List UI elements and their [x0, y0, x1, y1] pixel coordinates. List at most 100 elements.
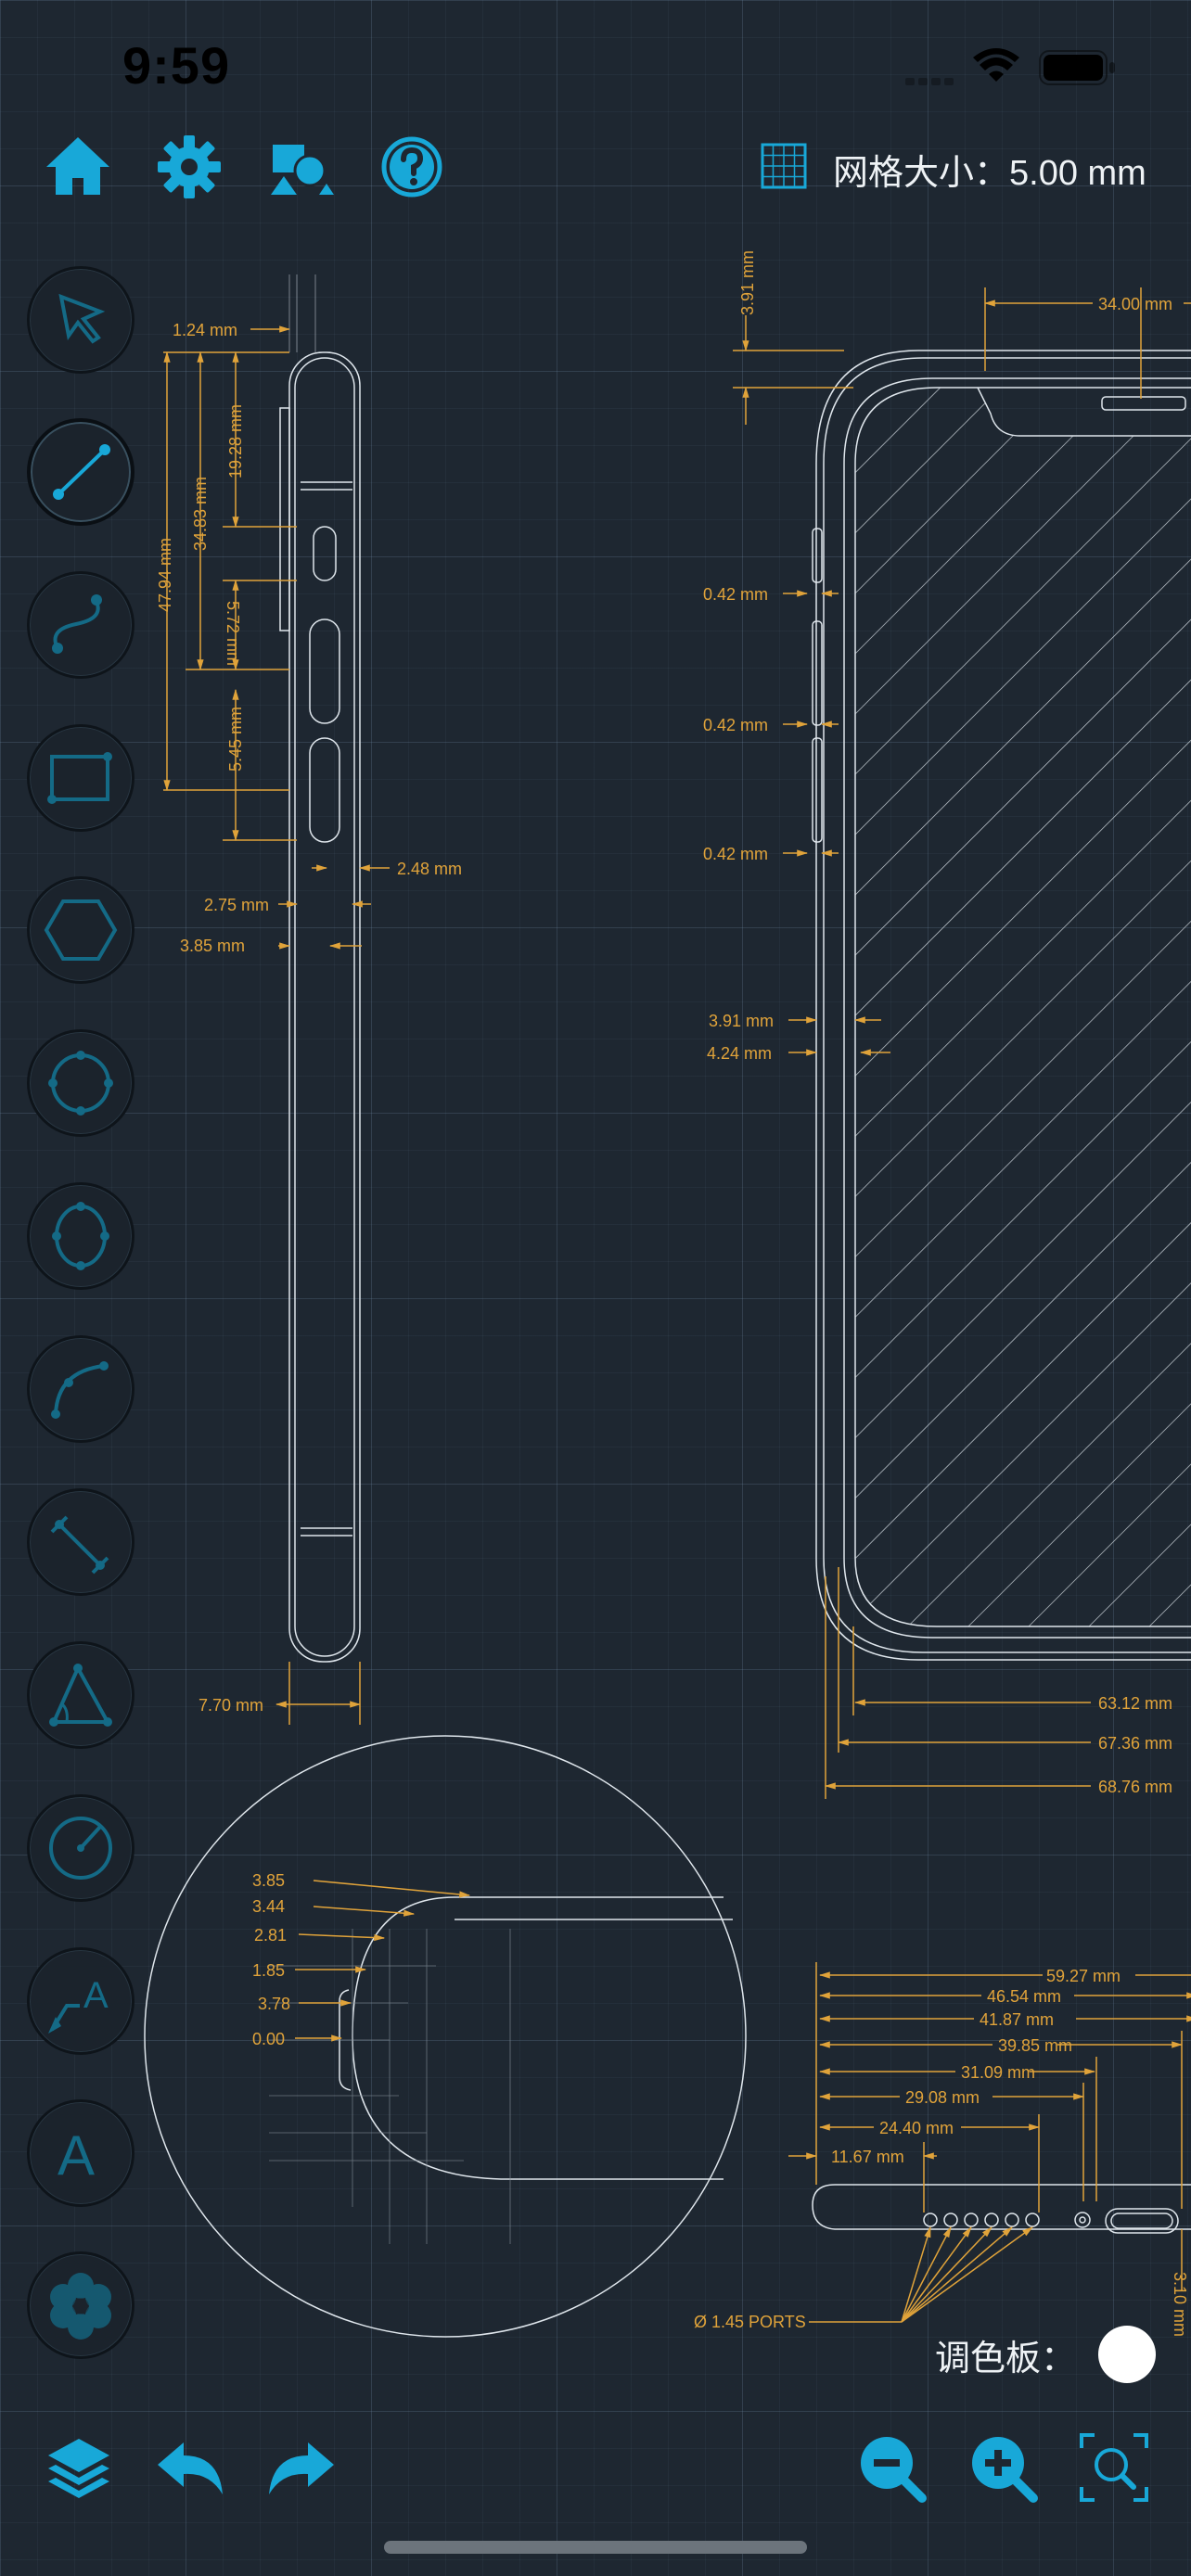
- ellipse-tool[interactable]: [27, 1182, 134, 1290]
- dim-label: 29.08 mm: [905, 2088, 980, 2107]
- detail-view-labels: 3.85 3.44 2.81 1.85 3.78 0.00: [252, 1871, 290, 2048]
- dim-label: 0.42 mm: [703, 585, 768, 604]
- dim-label: 47.94 mm: [156, 538, 174, 612]
- battery-icon: [1039, 50, 1117, 85]
- palette-color-swatch[interactable]: [1098, 2326, 1156, 2383]
- dim-label: Ø 1.45 PORTS: [694, 2313, 806, 2331]
- detail-label: 3.85: [252, 1871, 285, 1890]
- dim-label: 0.42 mm: [703, 716, 768, 734]
- home-indicator: [384, 2541, 807, 2554]
- polygon-tool[interactable]: [27, 876, 134, 984]
- dim-label: 5.72 mm: [224, 601, 242, 666]
- dim-label: 3.10 mm: [1171, 2272, 1189, 2337]
- dim-label: 11.67 mm: [831, 2148, 904, 2166]
- dim-label: 1.24 mm: [173, 321, 237, 339]
- wifi-icon: [972, 48, 1020, 85]
- dim-label: 59.27 mm: [1046, 1967, 1121, 1985]
- fill-pattern-tool-icon: [50, 2273, 111, 2340]
- redo-icon: [269, 2442, 334, 2494]
- curve-tool[interactable]: [27, 571, 134, 679]
- bottom-view-labels: 59.27 mm 46.54 mm 41.87 mm 39.85 mm 31.0…: [694, 1967, 1189, 2337]
- svg-text:A: A: [83, 1975, 109, 2016]
- dim-label: 2.75 mm: [204, 896, 269, 914]
- dim-label: 68.76 mm: [1098, 1778, 1172, 1796]
- bottom-view-dimensions: [788, 1962, 1191, 2323]
- zoom-out-icon: [861, 2437, 927, 2503]
- dim-label: 67.36 mm: [1098, 1734, 1172, 1753]
- dim-label: 39.85 mm: [998, 2036, 1072, 2055]
- zoom-out-button[interactable]: [853, 2429, 929, 2506]
- shapes-icon: [271, 145, 334, 195]
- radius-tool-icon: [49, 1817, 112, 1880]
- dim-label: 34.00 mm: [1098, 295, 1172, 313]
- layers-icon: [48, 2439, 109, 2498]
- detail-label: 0.00: [252, 2030, 285, 2048]
- cellular-signal-icon: [905, 74, 957, 87]
- redo-button[interactable]: [263, 2429, 339, 2506]
- dim-label: 3.85 mm: [180, 937, 245, 955]
- angle-tool[interactable]: [27, 1641, 134, 1749]
- leader-text-tool[interactable]: A: [27, 1947, 134, 2055]
- zoom-fit-button[interactable]: [1076, 2429, 1152, 2506]
- front-view-dimensions: [733, 287, 1191, 1799]
- home-icon: [46, 137, 109, 195]
- dim-label: 3.91 mm: [738, 250, 757, 315]
- detail-view-dimensions: [295, 1880, 471, 2042]
- select-tool[interactable]: [27, 266, 134, 374]
- dim-label: 34.83 mm: [191, 477, 210, 551]
- side-view-dimensions: [163, 325, 390, 1725]
- arc-tool[interactable]: [27, 1335, 134, 1443]
- help-icon: [381, 136, 442, 198]
- home-button[interactable]: [41, 130, 115, 204]
- palette-label: 调色板：: [935, 2340, 1077, 2378]
- dim-label: 2.48 mm: [397, 860, 462, 878]
- dim-label: 0.42 mm: [703, 845, 768, 863]
- dimension-tool[interactable]: [27, 1488, 134, 1596]
- help-button[interactable]: [375, 130, 449, 204]
- grid-size-label[interactable]: 网格大小：5.00 mm: [833, 154, 1146, 193]
- text-tool-icon: A: [58, 2124, 95, 2187]
- rectangle-tool-icon: [47, 752, 112, 804]
- dim-label: 7.70 mm: [198, 1696, 263, 1715]
- rectangle-tool[interactable]: [27, 724, 134, 832]
- side-view: [279, 274, 361, 1663]
- dim-label: 46.54 mm: [987, 1987, 1061, 2006]
- zoom-in-icon: [972, 2437, 1038, 2503]
- angle-tool-icon: [49, 1664, 112, 1727]
- detail-label: 3.78: [258, 1995, 290, 2013]
- undo-button[interactable]: [152, 2429, 228, 2506]
- circle-tool[interactable]: [27, 1029, 134, 1137]
- dim-label: 24.40 mm: [879, 2119, 954, 2137]
- settings-button[interactable]: [152, 130, 226, 204]
- bottom-view: [812, 2184, 1191, 2234]
- radius-tool[interactable]: [27, 1794, 134, 1902]
- status-time: 9:59: [122, 36, 231, 95]
- ellipse-tool-icon: [52, 1202, 109, 1270]
- line-tool-icon: [53, 444, 110, 500]
- dim-label: 5.45 mm: [226, 707, 245, 772]
- arc-tool-icon: [51, 1361, 109, 1419]
- select-arrow-icon: [58, 293, 106, 344]
- grid-size-icon[interactable]: [761, 143, 807, 189]
- dim-label: 19.28 mm: [226, 404, 245, 478]
- dimension-tool-icon: [50, 1515, 109, 1575]
- line-tool[interactable]: [27, 418, 134, 526]
- zoom-in-button[interactable]: [965, 2429, 1041, 2506]
- layers-button[interactable]: [41, 2429, 117, 2506]
- dim-label: 4.24 mm: [707, 1044, 772, 1063]
- detail-label: 3.44: [252, 1897, 285, 1916]
- circle-tool-icon: [48, 1051, 113, 1116]
- hexagon-tool-icon: [44, 899, 118, 961]
- leader-text-tool-icon: A: [48, 1975, 109, 2034]
- dim-label: 63.12 mm: [1098, 1694, 1172, 1713]
- shapes-button[interactable]: [265, 130, 339, 204]
- undo-icon: [158, 2442, 223, 2494]
- text-tool[interactable]: A: [27, 2099, 134, 2207]
- curve-tool-icon: [52, 594, 102, 654]
- fill-tool[interactable]: [27, 2251, 134, 2359]
- gear-icon: [158, 135, 221, 198]
- zoom-fit-icon: [1080, 2433, 1148, 2502]
- detail-label: 1.85: [252, 1961, 285, 1980]
- svg-text:A: A: [58, 2124, 95, 2187]
